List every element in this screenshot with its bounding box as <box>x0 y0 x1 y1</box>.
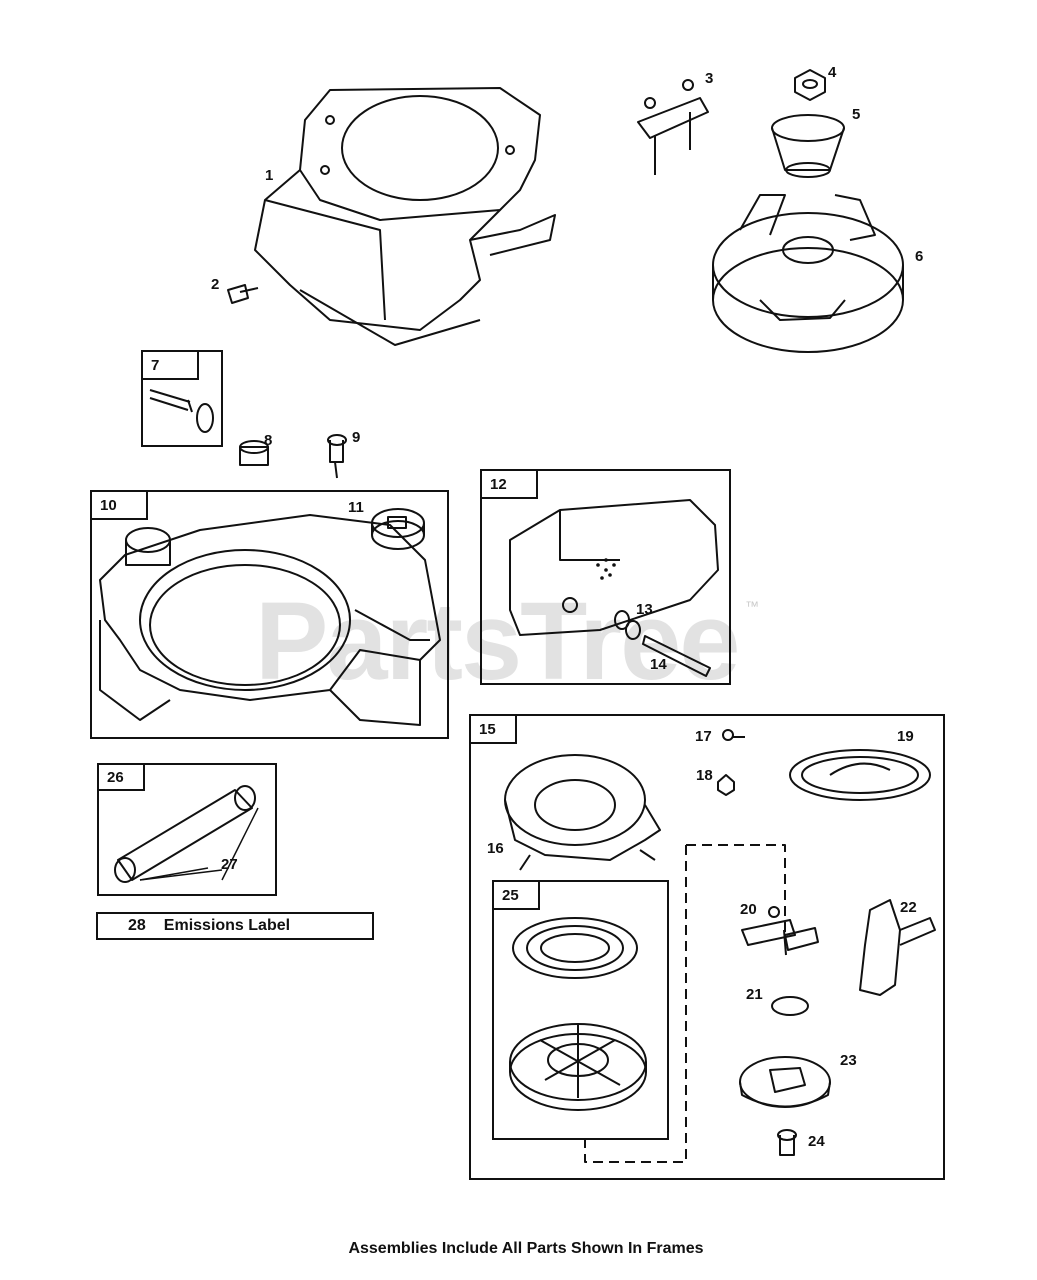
watermark-trademark: ™ <box>745 598 759 614</box>
callout-17: 17 <box>695 728 712 745</box>
frame-tag: 10 <box>90 490 148 520</box>
part-pulley-screw <box>777 1129 797 1156</box>
part-fuel-cap <box>371 508 425 550</box>
callout-4: 4 <box>828 64 837 81</box>
part-spring <box>789 749 931 801</box>
frame-15: 15 <box>469 714 945 1180</box>
part-nut <box>794 69 826 101</box>
callout-2: 2 <box>211 276 220 293</box>
part-cup <box>771 114 845 178</box>
frame-tag: 15 <box>469 714 517 744</box>
frame-tag: 25 <box>492 880 540 910</box>
part-blower-housing <box>254 87 556 346</box>
callout-20: 20 <box>740 901 757 918</box>
part-screw-nut <box>717 729 745 796</box>
callout-18: 18 <box>696 767 713 784</box>
part-pawl <box>741 906 819 956</box>
callout-27: 27 <box>221 856 238 873</box>
frame-7: 7 <box>141 350 223 447</box>
part-muffler <box>509 499 719 636</box>
callout-1: 1 <box>265 167 274 184</box>
frame-10: 10 <box>90 490 449 739</box>
frame-tag: 12 <box>480 469 538 499</box>
callout-6: 6 <box>915 248 924 265</box>
part-bolt-washer <box>149 389 214 433</box>
part-screw <box>227 284 259 304</box>
part-starter-cup <box>739 1056 831 1108</box>
leader-line <box>584 844 786 1163</box>
part-fuel-tank <box>99 514 441 726</box>
callout-9: 9 <box>352 429 361 446</box>
callout-19: 19 <box>897 728 914 745</box>
callout-8: 8 <box>264 432 273 449</box>
emissions-label-number: 28 <box>128 917 146 934</box>
frame-tag: 26 <box>97 763 145 791</box>
callout-24: 24 <box>808 1133 825 1150</box>
footer-note: Assemblies Include All Parts Shown In Fr… <box>348 1240 704 1257</box>
callout-16: 16 <box>487 840 504 857</box>
part-starter-housing <box>504 754 661 871</box>
emissions-label-box: 28 Emissions Label <box>96 912 374 940</box>
callout-14: 14 <box>650 656 667 673</box>
emissions-label-text: Emissions Label <box>163 917 291 934</box>
part-bracket <box>637 79 709 175</box>
part-clip <box>771 996 809 1016</box>
callout-21: 21 <box>746 986 763 1003</box>
callout-23: 23 <box>840 1052 857 1069</box>
part-flywheel <box>712 194 904 353</box>
part-spacer <box>239 440 269 466</box>
callout-22: 22 <box>900 899 917 916</box>
frame-12: 12 <box>480 469 731 685</box>
callout-11: 11 <box>348 499 364 516</box>
callout-13: 13 <box>636 601 653 618</box>
frame-tag: 7 <box>141 350 199 380</box>
part-pulley-spring <box>509 917 647 1111</box>
frame-25: 25 <box>492 880 669 1140</box>
part-handle <box>859 899 936 996</box>
frame-26: 26 <box>97 763 277 896</box>
part-washer-bolt <box>614 610 711 677</box>
part-pin <box>327 434 347 479</box>
callout-5: 5 <box>852 106 861 123</box>
callout-3: 3 <box>705 70 714 87</box>
